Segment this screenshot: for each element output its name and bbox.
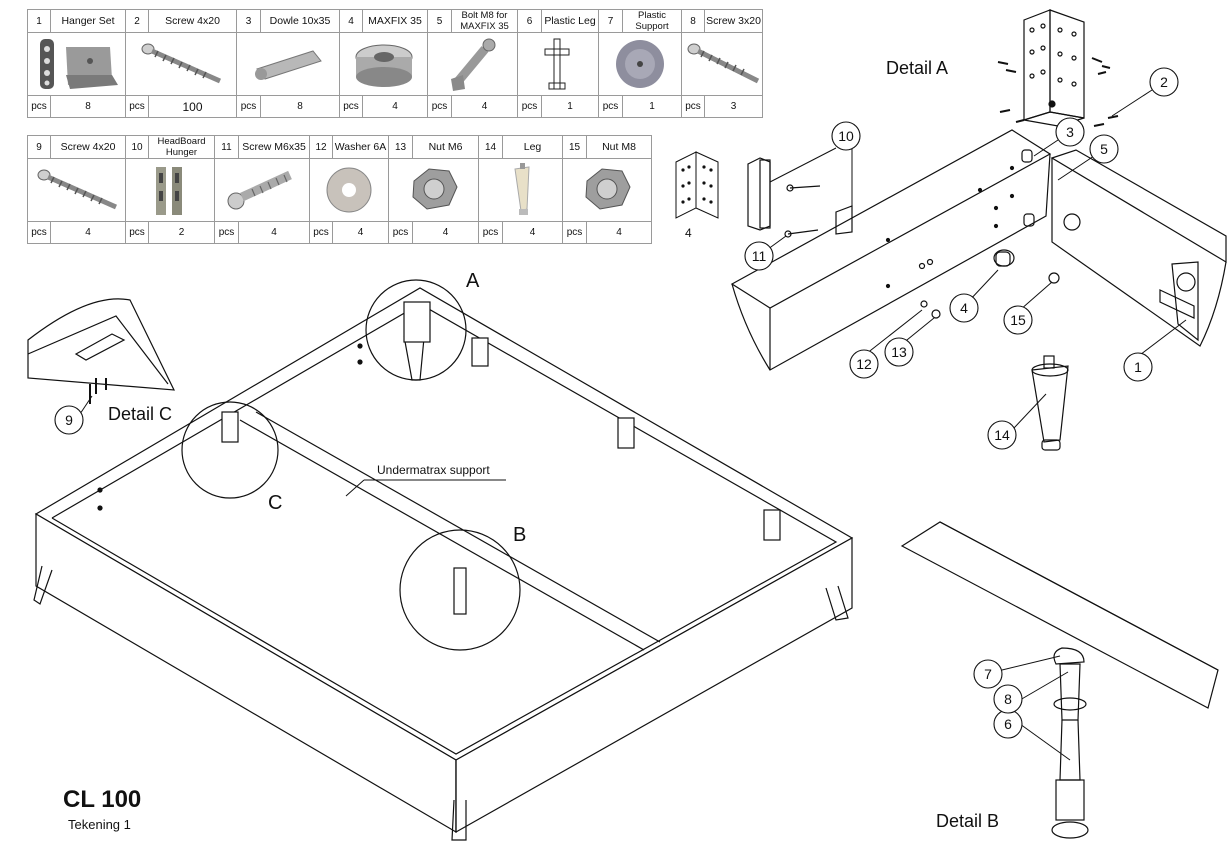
part-12-name: Washer 6A: [332, 135, 389, 159]
detail-a-corner-bracket: [1023, 9, 1085, 127]
part-15-name: Nut M8: [586, 135, 652, 159]
part-15-unit: pcs: [562, 221, 587, 244]
part-5-number: 5: [427, 9, 452, 33]
parts-table-2: 9 Screw 4x20 10 HeadBoard Hunger 11 Scre…: [27, 135, 652, 244]
bed-frame: [33, 287, 854, 841]
callout-15: [1003, 305, 1033, 335]
nut-m8-image: [562, 158, 652, 222]
callout-9: [54, 405, 84, 435]
part-14-name: Leg: [502, 135, 563, 159]
drawing-title: CL 100: [63, 786, 142, 813]
corner-bracket-qty: 4: [685, 226, 692, 240]
callout-15-label: 15: [1010, 312, 1026, 328]
callout-10-label: 10: [838, 128, 854, 144]
callout-2-label: 2: [1160, 74, 1168, 90]
detail-c-circle: [181, 401, 279, 499]
part-7-unit: pcs: [598, 95, 623, 118]
nut-m6-image: [388, 158, 479, 222]
callout-1: [1123, 352, 1153, 382]
detail-c: [27, 298, 176, 404]
callout-9-label: 9: [65, 412, 73, 428]
callout-5-label: 5: [1100, 141, 1108, 157]
detail-a-label: Detail A: [886, 58, 949, 78]
bolt-m8-image: [427, 32, 518, 96]
part-6-number: 6: [517, 9, 542, 33]
part-6-name: Plastic Leg: [541, 9, 599, 33]
callout-1-label: 1: [1134, 359, 1142, 375]
part-15-qty: 4: [586, 221, 652, 244]
part-9-name: Screw 4x20: [50, 135, 126, 159]
undermatrax-support-label: Undermatrax support: [377, 463, 490, 477]
detail-a-side-rail: [730, 129, 1052, 371]
callout-3: [1055, 117, 1085, 147]
part-4-name: MAXFIX 35: [362, 9, 428, 33]
plastic-support-image: [598, 32, 682, 96]
screw-m6x35-image: [214, 158, 310, 222]
detail-a-leg: [1031, 355, 1069, 451]
callout-3-label: 3: [1066, 124, 1074, 140]
callout-11: [744, 241, 774, 271]
detail-b-circle: [399, 529, 521, 651]
callout-7: [973, 659, 1003, 689]
part-2-qty: 100: [148, 95, 237, 118]
letter-c: C: [268, 492, 283, 514]
part-3-name: Dowle 10x35: [260, 9, 340, 33]
callout-4-label: 4: [960, 300, 968, 316]
part-10-number: 10: [125, 135, 149, 159]
callout-11-label: 11: [752, 248, 767, 264]
screw-4x20-image: [125, 32, 237, 96]
part-1-number: 1: [27, 9, 51, 33]
callout-10: [831, 121, 861, 151]
callout-12: [849, 349, 879, 379]
part-10-name: HeadBoard Hunger: [148, 135, 215, 159]
parts-table-1: 1 Hanger Set 2 Screw 4x20 3 Dowle 10x35 …: [27, 9, 763, 118]
callout-13-label: 13: [891, 344, 907, 360]
detail-c-label: Detail C: [108, 404, 173, 424]
callouts: [54, 67, 1179, 739]
part-13-number: 13: [388, 135, 413, 159]
part-1-qty: 8: [50, 95, 126, 118]
screw-3x20-image: [681, 32, 763, 96]
detail-b: [900, 521, 1219, 839]
callout-12-label: 12: [856, 356, 872, 372]
callout-14: [987, 420, 1017, 450]
dowel-image: [236, 32, 340, 96]
callout-6-label: 6: [1004, 716, 1012, 732]
part-8-name: Screw 3x20: [704, 9, 763, 33]
detail-a-circle: [365, 279, 467, 381]
callout-13: [884, 337, 914, 367]
letter-a: A: [466, 270, 480, 292]
part-8-qty: 3: [704, 95, 763, 118]
part-11-qty: 4: [238, 221, 310, 244]
part-3-qty: 8: [260, 95, 340, 118]
callout-4: [949, 293, 979, 323]
callout-14-label: 14: [994, 427, 1010, 443]
corner-bracket-image: [675, 151, 719, 219]
callout-5: [1089, 134, 1119, 164]
callout-2: [1149, 67, 1179, 97]
detail-a-headboard: [1050, 149, 1227, 347]
callout-8-label: 8: [1004, 691, 1012, 707]
callout-8: [993, 684, 1023, 714]
callout-7-label: 7: [984, 666, 992, 682]
maxfix-image: [339, 32, 428, 96]
letter-b: B: [513, 524, 527, 546]
part-14-number: 14: [478, 135, 503, 159]
washer-image: [309, 158, 389, 222]
part-14-qty: 4: [502, 221, 563, 244]
detail-b-label: Detail B: [936, 811, 1000, 831]
drawing-subtitle: Tekening 1: [68, 817, 131, 832]
